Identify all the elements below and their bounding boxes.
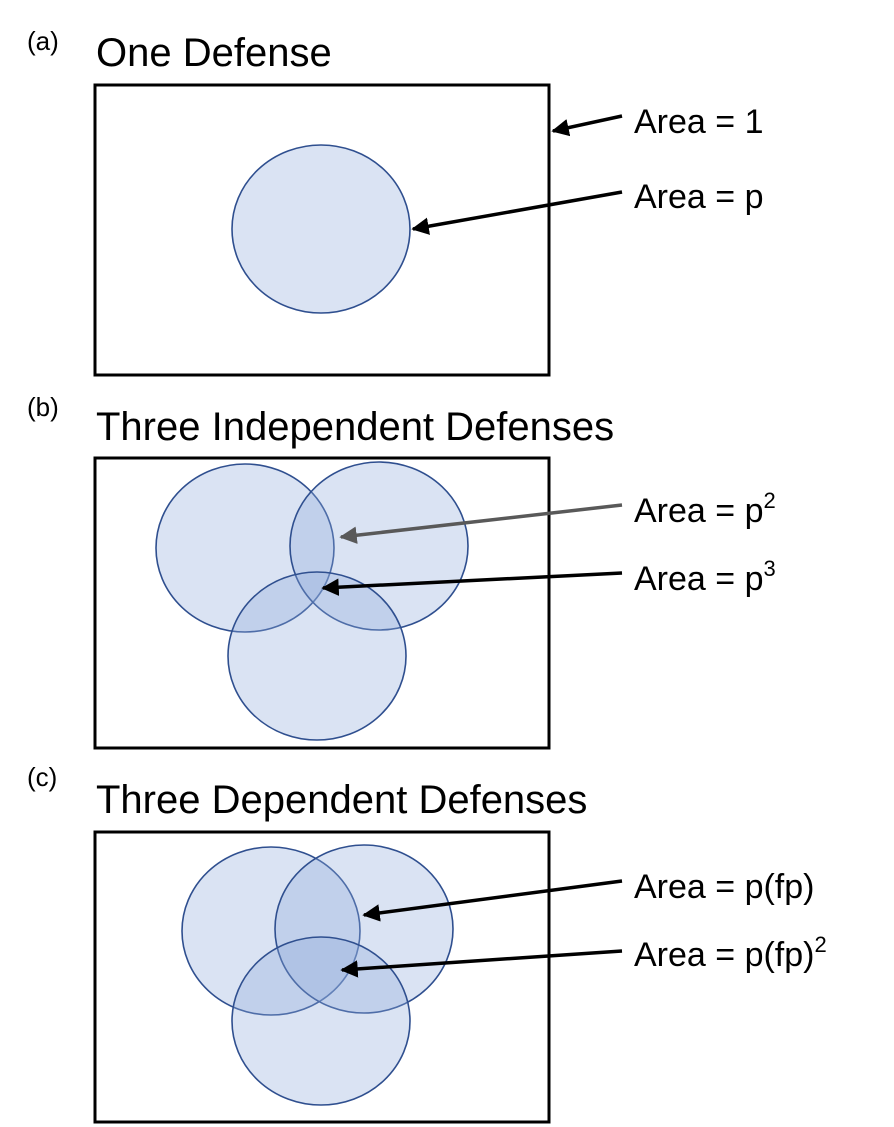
defense-circle-left bbox=[155, 463, 335, 633]
panel-c-frame bbox=[93, 830, 551, 1124]
panel-c-tag: (c) bbox=[27, 762, 57, 792]
defense-circle-bottom bbox=[227, 571, 407, 741]
label-area-p2: Area = p2 bbox=[634, 488, 776, 530]
panel-a-tag: (a) bbox=[27, 26, 59, 56]
panel-a-frame bbox=[93, 83, 551, 377]
label-area-1: Area = 1 bbox=[634, 103, 763, 141]
panel-b-title: Three Independent Defenses bbox=[96, 405, 614, 449]
label-area-p: Area = p bbox=[634, 178, 763, 216]
label-area-pfp: Area = p(fp) bbox=[634, 868, 814, 906]
panel-b-tag: (b) bbox=[27, 392, 59, 422]
defense-circle-left bbox=[181, 846, 361, 1016]
arrow-area-pfp bbox=[362, 879, 623, 922]
panel-a-title: One Defense bbox=[96, 31, 332, 75]
panel-b-frame bbox=[93, 456, 551, 750]
arrow-area-1 bbox=[551, 114, 623, 137]
arrow-area-pfp2 bbox=[340, 949, 623, 978]
panel-a: (a) One Defense Area = 1 Area = p bbox=[27, 26, 763, 377]
panel-c: (c) Three Dependent Defenses Area = p(fp… bbox=[27, 762, 827, 1124]
label-area-pfp2: Area = p(fp)2 bbox=[634, 932, 827, 974]
arrow-area-p3 bbox=[321, 571, 623, 596]
arrow-area-p bbox=[411, 190, 623, 235]
arrow-area-p2 bbox=[339, 503, 623, 544]
defense-circle-right bbox=[274, 844, 454, 1014]
panel-c-title: Three Dependent Defenses bbox=[96, 778, 587, 822]
defense-circle bbox=[231, 144, 411, 314]
defense-circle-bottom bbox=[231, 936, 411, 1106]
label-area-p3: Area = p3 bbox=[634, 556, 776, 598]
panel-b: (b) Three Independent Defenses Area = p2… bbox=[27, 392, 776, 750]
